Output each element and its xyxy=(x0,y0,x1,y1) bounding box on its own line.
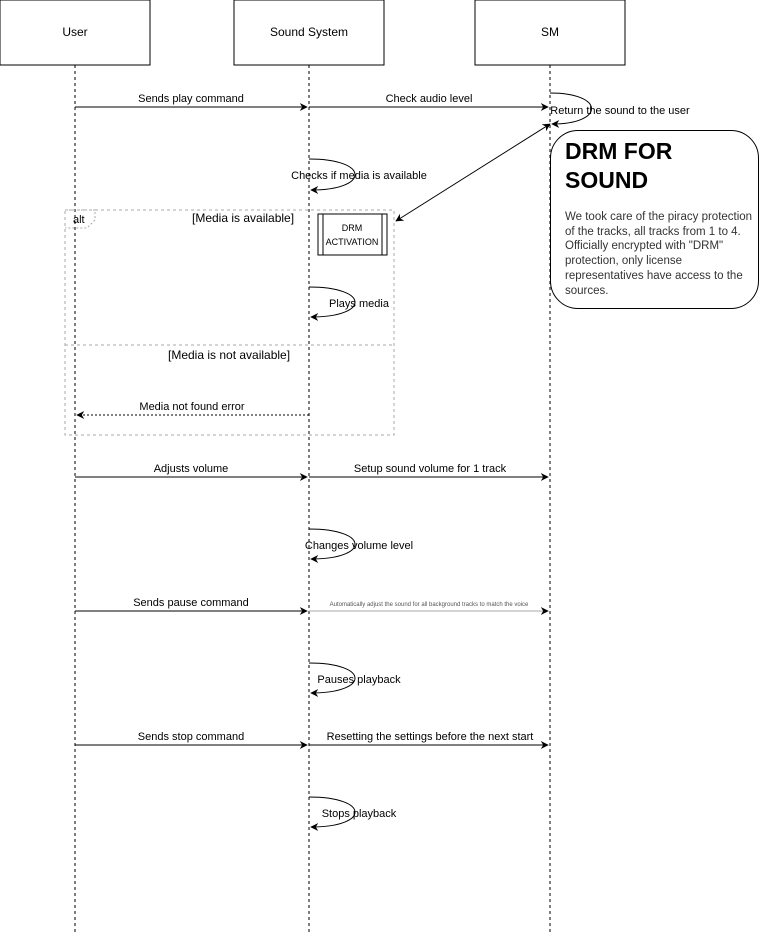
message-label: Media not found error xyxy=(139,401,245,413)
message-label: Stops playback xyxy=(322,808,397,820)
message-label: Sends pause command xyxy=(133,597,249,609)
message-setup-sound-volume[interactable]: Setup sound volume for 1 track xyxy=(309,463,549,481)
self-message-changes-volume[interactable]: Changes volume level xyxy=(305,528,413,563)
drm-note-body: We took care of the piracy protection of… xyxy=(565,211,753,297)
participant-sound-system[interactable]: Sound System xyxy=(233,0,385,66)
participant-sm-label: SM xyxy=(541,25,559,39)
message-label: Checks if media is available xyxy=(291,170,427,182)
message-label: Changes volume level xyxy=(305,540,413,552)
self-message-return-sound[interactable]: Return the sound to the user xyxy=(549,92,690,128)
drm-sm-link xyxy=(395,123,551,222)
drm-note[interactable]: DRM FOR SOUND We took care of the piracy… xyxy=(550,130,759,309)
participant-sound-system-label: Sound System xyxy=(270,25,348,39)
message-resetting-settings[interactable]: Resetting the settings before the next s… xyxy=(309,731,549,749)
message-check-audio-level[interactable]: Check audio level xyxy=(309,93,549,111)
message-label: Setup sound volume for 1 track xyxy=(354,463,507,475)
message-sends-stop-command[interactable]: Sends stop command xyxy=(75,731,308,749)
participant-user[interactable]: User xyxy=(0,0,151,66)
message-sends-play-command[interactable]: Sends play command xyxy=(75,93,308,111)
message-label: Plays media xyxy=(329,298,390,310)
alt-guard-available: [Media is available] xyxy=(192,211,294,225)
self-message-checks-media[interactable]: Checks if media is available xyxy=(291,158,427,194)
message-label: Sends stop command xyxy=(138,731,244,743)
message-label: Automatically adjust the sound for all b… xyxy=(330,602,529,608)
message-auto-adjust-sound[interactable]: Automatically adjust the sound for all b… xyxy=(309,602,549,615)
message-adjusts-volume[interactable]: Adjusts volume xyxy=(75,463,308,481)
message-label: Pauses playback xyxy=(317,674,401,686)
message-label: Return the sound to the user xyxy=(550,105,690,117)
self-message-plays-media[interactable]: Plays media xyxy=(308,286,390,321)
message-label: Resetting the settings before the next s… xyxy=(327,731,534,743)
drm-note-title: DRM FOR SOUND xyxy=(565,138,673,193)
message-media-not-found[interactable]: Media not found error xyxy=(76,401,309,419)
participant-sm[interactable]: SM xyxy=(474,0,626,66)
self-message-stops-playback[interactable]: Stops playback xyxy=(308,796,397,831)
alt-guard-not-available: [Media is not available] xyxy=(168,348,290,362)
message-label: Sends play command xyxy=(138,93,244,105)
message-label: Adjusts volume xyxy=(154,463,229,475)
drm-activation-line2: ACTIVATION xyxy=(326,237,379,247)
message-label: Check audio level xyxy=(386,93,473,105)
drm-activation-line1: DRM xyxy=(342,223,363,233)
drm-activation-box[interactable]: DRM ACTIVATION xyxy=(317,213,388,256)
self-message-pauses-playback[interactable]: Pauses playback xyxy=(308,662,401,697)
alt-frame: alt [Media is available] [Media is not a… xyxy=(64,209,395,436)
message-sends-pause-command[interactable]: Sends pause command xyxy=(75,597,308,615)
alt-frame-label: alt xyxy=(73,214,85,226)
participant-user-label: User xyxy=(62,25,87,39)
